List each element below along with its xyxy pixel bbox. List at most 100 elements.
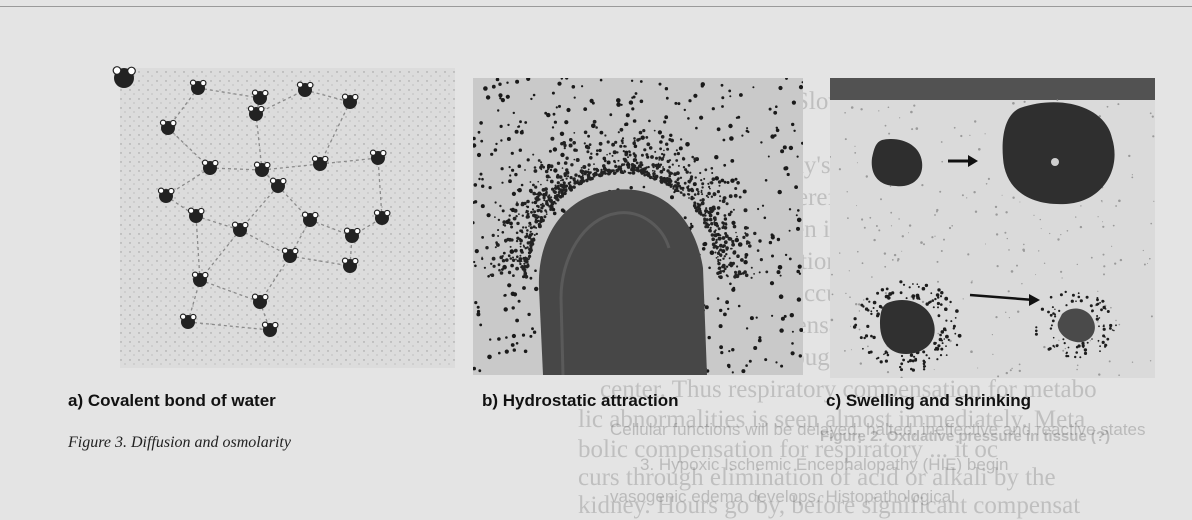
halo-particle <box>690 188 693 191</box>
speckle <box>985 133 986 134</box>
solute-particle <box>511 169 514 172</box>
halo-particle <box>515 215 517 217</box>
speckle <box>1067 230 1069 232</box>
halo-particle <box>540 184 542 186</box>
halo-particle <box>629 154 632 157</box>
halo-particle <box>548 205 551 208</box>
halo-particle <box>579 180 582 183</box>
solute-particle <box>509 174 511 176</box>
solute-particle <box>793 130 795 132</box>
solute-particle <box>768 156 770 158</box>
halo-particle <box>940 303 943 306</box>
hydrogen-atom <box>302 212 307 217</box>
speckle <box>1147 263 1148 264</box>
halo-particle <box>713 192 717 196</box>
speckle <box>1008 290 1010 292</box>
solute-particle <box>511 152 514 155</box>
halo-particle <box>902 359 905 362</box>
speckle <box>847 217 849 219</box>
halo-particle <box>1079 356 1081 358</box>
solute-particle <box>779 328 783 332</box>
halo-particle <box>608 170 611 173</box>
halo-particle <box>515 267 519 271</box>
halo-particle <box>526 200 530 204</box>
solute-particle <box>518 125 520 127</box>
solute-particle <box>679 146 683 150</box>
halo-particle <box>593 120 597 124</box>
halo-particle <box>516 255 519 258</box>
speckle <box>971 282 973 284</box>
speckle <box>1062 350 1064 352</box>
halo-particle <box>753 232 756 235</box>
halo-particle <box>693 157 696 160</box>
halo-particle <box>670 185 673 188</box>
solute-particle <box>783 145 787 149</box>
solute-particle <box>553 113 556 116</box>
halo-particle <box>604 158 606 160</box>
halo-particle <box>707 196 709 198</box>
solute-particle <box>516 342 519 345</box>
halo-particle <box>709 230 712 233</box>
halo-particle <box>954 333 956 335</box>
solute-particle <box>592 102 595 105</box>
halo-particle <box>525 226 527 228</box>
halo-particle <box>534 186 537 189</box>
panel-c-label: c) Swelling and shrinking <box>826 391 1031 411</box>
halo-particle <box>1047 311 1050 314</box>
halo-particle <box>518 260 521 263</box>
solute-particle <box>785 254 787 256</box>
halo-particle <box>880 306 883 309</box>
solute-particle <box>505 336 508 339</box>
halo-particle <box>497 229 499 231</box>
solute-particle <box>480 140 483 143</box>
halo-particle <box>733 275 737 279</box>
solute-particle <box>507 137 511 141</box>
halo-particle <box>724 214 727 217</box>
halo-particle <box>1109 324 1112 327</box>
speckle <box>863 299 864 300</box>
halo-particle <box>498 263 501 266</box>
halo-particle <box>550 196 552 198</box>
halo-particle <box>709 188 711 190</box>
halo-particle <box>865 307 868 310</box>
speckle <box>850 326 851 327</box>
halo-particle <box>532 208 534 210</box>
solute-particle <box>771 235 775 239</box>
speckle <box>1109 360 1111 362</box>
halo-particle <box>710 222 713 225</box>
speckle <box>1023 250 1025 252</box>
halo-particle <box>575 149 578 152</box>
solute-particle <box>490 153 493 156</box>
speckle <box>1008 249 1010 251</box>
halo-particle <box>538 192 542 196</box>
solute-particle <box>728 350 730 352</box>
halo-particle <box>713 230 716 233</box>
speckle <box>858 303 860 305</box>
halo-particle <box>721 265 724 268</box>
halo-particle <box>701 190 703 192</box>
speckle <box>1098 373 1100 375</box>
halo-particle <box>643 174 646 177</box>
solute-particle <box>495 143 497 145</box>
solute-particle <box>796 270 800 274</box>
speckle <box>997 265 999 267</box>
solute-particle <box>478 178 480 180</box>
halo-particle <box>936 358 938 360</box>
solute-particle <box>796 214 798 216</box>
speckle <box>1115 205 1117 207</box>
halo-particle <box>760 258 763 261</box>
speckle <box>978 148 981 151</box>
halo-particle <box>697 193 700 196</box>
halo-particle <box>555 199 557 201</box>
halo-particle <box>628 172 630 174</box>
halo-particle <box>558 188 561 191</box>
solute-particle <box>512 306 515 309</box>
halo-particle <box>922 350 925 353</box>
halo-particle <box>872 336 875 339</box>
halo-particle <box>635 156 637 158</box>
halo-particle <box>717 252 720 255</box>
bleed-line: kidney. Hours go by, before significant … <box>578 492 1080 520</box>
halo-particle <box>937 296 939 298</box>
halo-particle <box>634 140 636 142</box>
halo-particle <box>531 241 533 243</box>
